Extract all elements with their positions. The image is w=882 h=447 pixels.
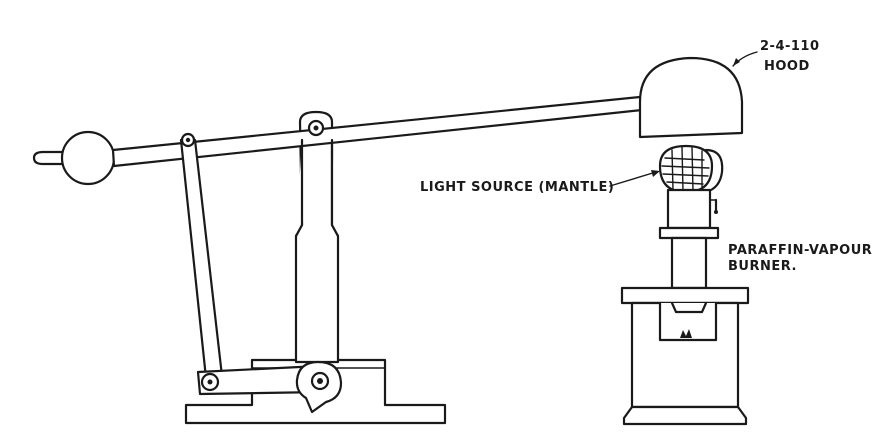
hood xyxy=(638,51,758,139)
burner-top-plate xyxy=(620,286,750,305)
lever-pillar xyxy=(294,110,340,364)
hood-number-label: 2-4-110 xyxy=(760,39,820,54)
link-rod xyxy=(179,138,224,380)
hood-dome xyxy=(638,56,744,139)
burner-stem xyxy=(670,236,708,290)
labels: 2-4-110 HOOD LIGHT SOURCE (MANTLE) PARAF… xyxy=(420,39,872,274)
burner-collar xyxy=(658,226,720,240)
light-source-label: LIGHT SOURCE (MANTLE) xyxy=(420,180,614,195)
mantle xyxy=(658,144,714,194)
beam-end-knob xyxy=(32,150,64,166)
burner-chimney xyxy=(666,188,712,230)
burner-apparatus xyxy=(620,144,750,426)
hood-label: HOOD xyxy=(764,59,810,74)
lever-apparatus xyxy=(32,95,644,425)
burner-label-line2: BURNER. xyxy=(728,259,797,274)
burner-base xyxy=(622,405,748,426)
light-source-arrow xyxy=(609,171,657,187)
burner-label-line1: PARAFFIN-VAPOUR xyxy=(728,243,872,258)
counterweight-ball xyxy=(60,130,116,186)
